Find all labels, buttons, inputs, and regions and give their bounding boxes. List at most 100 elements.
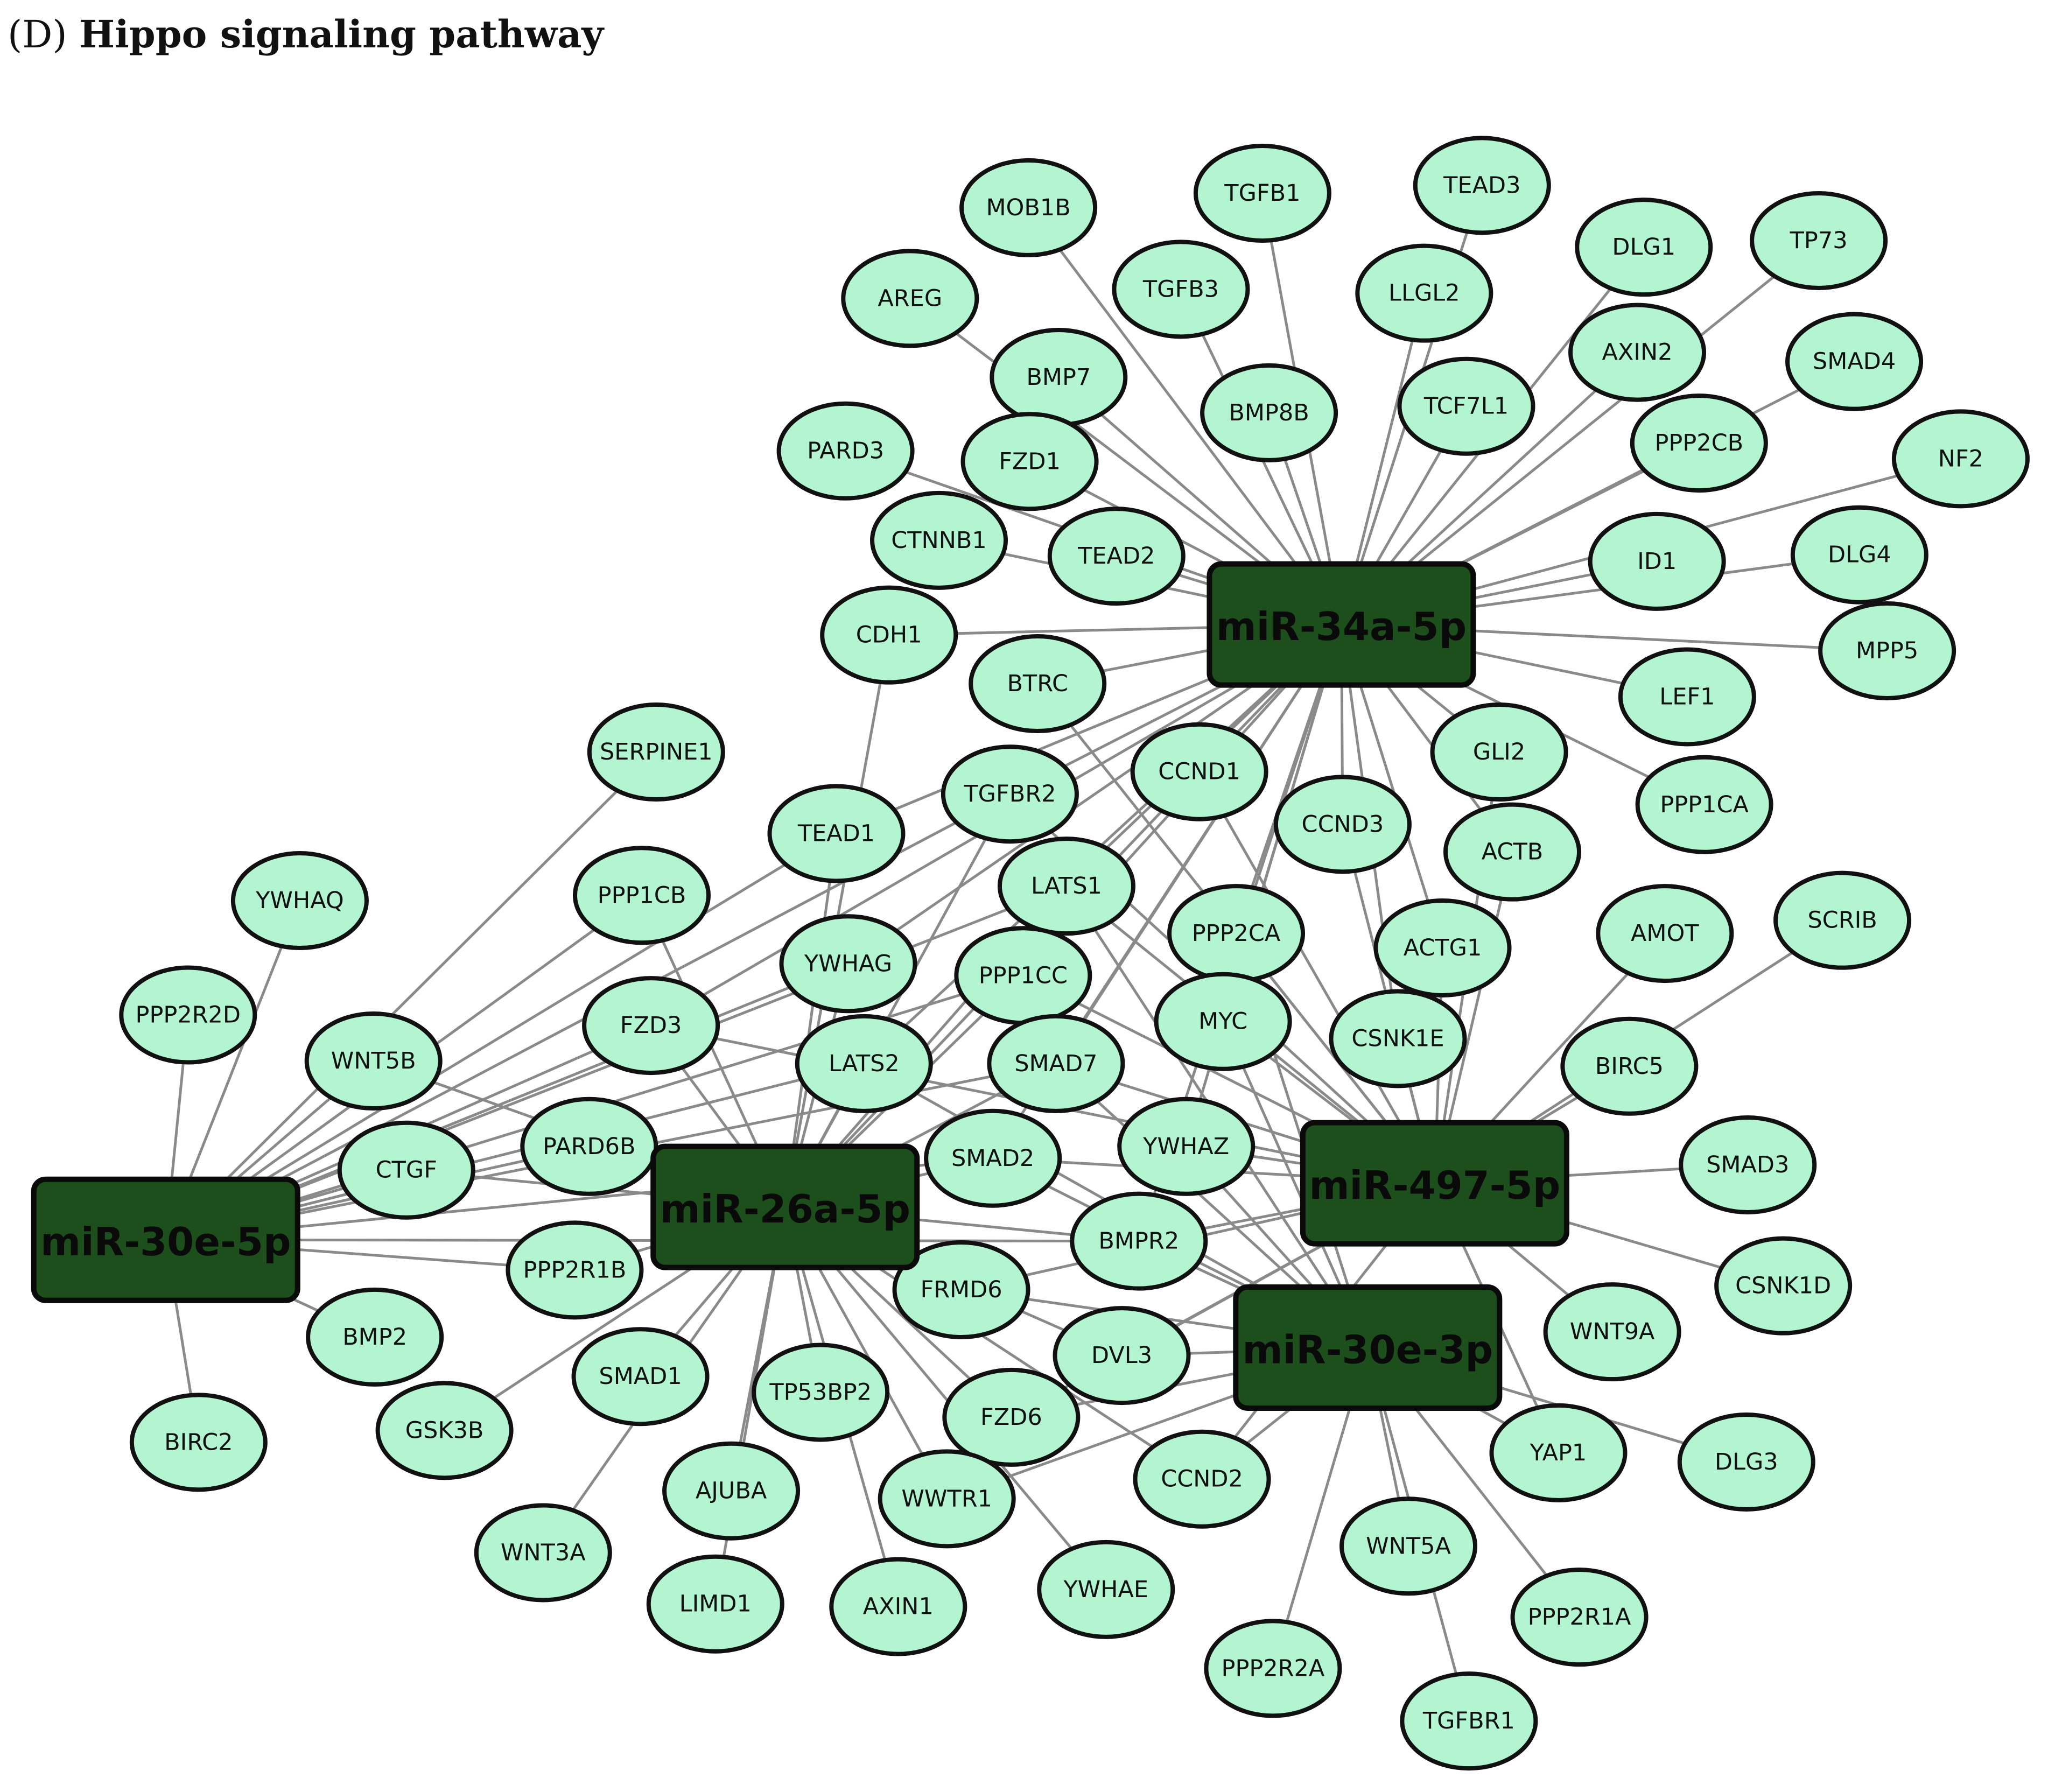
gene-label: PARD6B xyxy=(543,1133,635,1160)
gene-ellipse xyxy=(587,702,725,802)
gene-label: SMAD3 xyxy=(1706,1151,1789,1178)
gene-label: PPP2CB xyxy=(1654,430,1743,456)
gene-ellipse xyxy=(375,1381,514,1480)
gene-label: DLG4 xyxy=(1828,542,1891,568)
gene-label: BIRC5 xyxy=(1595,1053,1664,1080)
gene-node-lef1: LEF1 xyxy=(1618,647,1756,747)
gene-node-wnt9a: WNT9A xyxy=(1543,1282,1681,1382)
gene-ellipse xyxy=(129,1393,268,1492)
gene-node-tp73: TP73 xyxy=(1750,191,1888,290)
gene-node-ppp2ca: PPP2CA xyxy=(1167,884,1306,983)
gene-ellipse xyxy=(779,914,917,1014)
gene-ellipse xyxy=(1714,1236,1853,1336)
gene-label: FZD3 xyxy=(620,1012,682,1039)
gene-node-ppp2r1b: PPP2R1B xyxy=(506,1220,644,1320)
gene-node-ccnd1: CCND1 xyxy=(1130,722,1268,821)
gene-ellipse xyxy=(1117,1097,1256,1196)
gene-node-yap1: YAP1 xyxy=(1489,1403,1628,1502)
gene-node-birc5: BIRC5 xyxy=(1560,1016,1699,1116)
gene-label: FZD1 xyxy=(999,448,1061,475)
gene-label: LLGL2 xyxy=(1388,280,1460,307)
gene-ellipse xyxy=(795,1014,933,1113)
gene-ellipse xyxy=(306,1287,444,1387)
gene-node-ywhaz: YWHAZ xyxy=(1117,1097,1256,1196)
gene-label: SERPINE1 xyxy=(600,739,713,765)
gene-node-limd1: LIMD1 xyxy=(646,1554,784,1654)
gene-label: ACTG1 xyxy=(1404,934,1482,961)
gene-label: CDH1 xyxy=(856,622,922,649)
gene-ellipse xyxy=(1443,802,1581,902)
gene-ellipse xyxy=(1543,1282,1681,1382)
mirna-box xyxy=(1233,1284,1503,1411)
gene-ellipse xyxy=(1133,1429,1271,1529)
mirna-label: miR-30e-3p xyxy=(1243,1327,1493,1372)
mirna-label: miR-34a-5p xyxy=(1216,604,1467,649)
gene-ellipse xyxy=(969,634,1107,734)
gene-ellipse xyxy=(820,585,958,685)
gene-ellipse xyxy=(841,249,979,348)
gene-node-csnk1d: CSNK1D xyxy=(1714,1236,1853,1336)
gene-label: BIRC2 xyxy=(164,1429,233,1456)
gene-label: FZD6 xyxy=(980,1404,1042,1431)
gene-label: CTGF xyxy=(376,1157,437,1184)
gene-node-tp53bp2: TP53BP2 xyxy=(752,1343,890,1442)
mirna-box xyxy=(1207,561,1476,688)
gene-ellipse xyxy=(1413,136,1551,235)
gene-node-ppp1ca: PPP1CA xyxy=(1635,755,1773,854)
gene-label: WNT3A xyxy=(501,1539,586,1566)
gene-node-bmp2: BMP2 xyxy=(306,1287,444,1387)
gene-ellipse xyxy=(997,837,1135,936)
gene-node-areg: AREG xyxy=(841,249,979,348)
gene-node-bmp8b: BMP8B xyxy=(1200,363,1338,462)
gene-ellipse xyxy=(1037,1540,1175,1639)
gene-node-wwtr1: WWTR1 xyxy=(878,1449,1016,1549)
pathway-title: Hippo signaling pathway xyxy=(79,12,604,57)
gene-label: PPP2R2D xyxy=(136,1002,241,1029)
gene-ellipse xyxy=(960,412,1099,511)
gene-ellipse xyxy=(520,1097,658,1196)
gene-label: SMAD7 xyxy=(1014,1050,1097,1077)
gene-node-actb: ACTB xyxy=(1443,802,1581,902)
gene-ellipse xyxy=(1618,647,1756,747)
panel-label: (D) xyxy=(8,12,67,57)
edge-mir-30e-5p-serpine1 xyxy=(165,751,657,1241)
gene-ellipse xyxy=(1130,722,1268,821)
gene-ellipse xyxy=(1200,363,1338,462)
gene-node-smad1: SMAD1 xyxy=(571,1327,710,1426)
gene-label: TGFBR1 xyxy=(1422,1707,1515,1734)
gene-ellipse xyxy=(582,976,720,1076)
gene-ellipse xyxy=(1891,409,2030,509)
gene-label: WNT9A xyxy=(1570,1318,1655,1345)
gene-node-dlg3: DLG3 xyxy=(1677,1412,1815,1512)
gene-label: YAP1 xyxy=(1530,1439,1587,1466)
gene-node-smad3: SMAD3 xyxy=(1679,1115,1817,1214)
gene-label: PPP2R1A xyxy=(1528,1604,1631,1631)
gene-node-ppp2r2a: PPP2R2A xyxy=(1204,1619,1342,1718)
gene-label: MOB1B xyxy=(986,194,1070,221)
gene-label: TGFB3 xyxy=(1142,276,1219,303)
gene-ellipse xyxy=(1785,312,1924,411)
gene-ellipse xyxy=(506,1220,644,1320)
mirna-box xyxy=(31,1176,300,1303)
gene-node-wnt5a: WNT5A xyxy=(1339,1496,1478,1596)
gene-ellipse xyxy=(776,401,915,501)
gene-node-tgfb3: TGFB3 xyxy=(1112,240,1250,339)
gene-label: CSNK1E xyxy=(1351,1025,1444,1052)
figure-title: (D) Hippo signaling pathway xyxy=(8,12,604,57)
edge-mir-34a-5p-mob1b xyxy=(1027,207,1343,626)
gene-label: AREG xyxy=(878,285,942,312)
gene-label: TEAD1 xyxy=(797,820,875,847)
gene-node-axin2: AXIN2 xyxy=(1568,303,1707,402)
gene-label: BMP8B xyxy=(1229,399,1309,426)
gene-label: SMAD1 xyxy=(599,1363,682,1390)
gene-ellipse xyxy=(119,965,257,1065)
gene-node-mob1b: MOB1B xyxy=(959,158,1098,257)
gene-node-csnk1e: CSNK1E xyxy=(1329,989,1467,1088)
gene-node-bmp7: BMP7 xyxy=(990,327,1128,427)
gene-node-fzd3: FZD3 xyxy=(582,976,720,1076)
gene-label: LEF1 xyxy=(1659,683,1715,710)
gene-label: SMAD4 xyxy=(1813,348,1896,375)
gene-node-lats1: LATS1 xyxy=(997,837,1135,936)
gene-ellipse xyxy=(829,1557,967,1656)
